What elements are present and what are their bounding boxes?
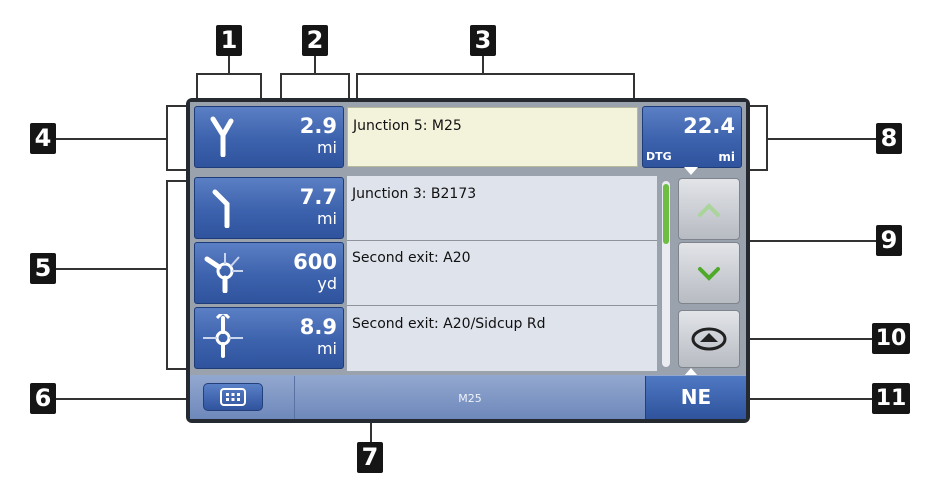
list-item-distance: 7.7	[299, 185, 337, 209]
list-item-text[interactable]: Junction 3: B2173	[352, 186, 477, 202]
callout-9-line	[730, 240, 876, 242]
callout-5-bracket-v	[166, 180, 168, 370]
roundabout-icon	[204, 253, 243, 293]
heading-indicator[interactable]: NE	[645, 376, 746, 419]
distance-to-go-box[interactable]: 22.4 mi	[642, 106, 742, 168]
current-road-label: M25	[458, 392, 482, 405]
callout-3-bracket-l	[356, 73, 358, 99]
chevron-up-icon	[698, 203, 720, 217]
callout-3-stem	[482, 55, 484, 74]
callout-8-line	[766, 138, 876, 140]
callout-2-bracket-r	[348, 73, 350, 99]
list-item-maneuver-1[interactable]: 7.7 mi	[194, 177, 344, 239]
chevron-down-icon	[698, 267, 720, 281]
callout-4-bracket-t	[166, 105, 188, 107]
list-item-text[interactable]: Second exit: A20	[352, 250, 471, 266]
callout-2-stem	[314, 55, 316, 74]
list-item-unit: mi	[316, 209, 337, 228]
list-item-text[interactable]: Second exit: A20/Sidcup Rd	[352, 316, 546, 332]
callout-5-bracket-t	[166, 180, 188, 182]
list-item-maneuver-2[interactable]: 600 yd	[194, 242, 344, 304]
row-separator	[347, 240, 657, 241]
callout-1-bracket-h	[196, 73, 262, 75]
current-instruction-text: Junction 5: M25	[353, 118, 462, 134]
callout-1-stem	[228, 55, 230, 74]
callout-4-bracket-v	[166, 105, 168, 171]
eject-icon	[691, 327, 727, 351]
bottom-bar-divider	[294, 376, 295, 419]
callout-5: 5	[30, 253, 56, 284]
current-maneuver-box[interactable]: 2.9 mi	[194, 106, 344, 168]
callout-8: 8	[876, 123, 902, 154]
callout-11-line	[742, 398, 876, 400]
callout-3: 3	[470, 25, 496, 56]
callout-10: 10	[872, 323, 910, 354]
callout-1: 1	[216, 25, 242, 56]
scrollbar-track[interactable]	[661, 180, 671, 368]
current-distance: 2.9	[299, 114, 337, 138]
callout-3-bracket-r	[633, 73, 635, 99]
callout-4-bracket-b	[166, 169, 188, 171]
callout-8-bracket-v	[766, 105, 768, 171]
scroll-pointer-bottom	[684, 368, 698, 376]
callout-7: 7	[357, 442, 383, 473]
list-item-unit: yd	[317, 274, 337, 293]
callout-8-bracket-t	[744, 105, 768, 107]
fork-left-icon	[210, 116, 234, 157]
callout-7-line	[370, 404, 372, 444]
scroll-pointer-top	[684, 167, 698, 175]
list-item-unit: mi	[316, 339, 337, 358]
callout-11: 11	[872, 383, 910, 414]
list-item-distance: 600	[293, 250, 337, 274]
callout-6: 6	[30, 383, 56, 414]
callout-10-line	[742, 338, 874, 340]
callout-3-bracket-h	[356, 73, 635, 75]
scroll-down-button[interactable]	[678, 242, 740, 304]
callout-2: 2	[302, 25, 328, 56]
callout-4-line	[56, 138, 168, 140]
callout-8-bracket-b	[744, 169, 768, 171]
scrollbar-thumb[interactable]	[663, 184, 669, 244]
current-distance-unit: mi	[316, 138, 337, 157]
callout-5-line	[56, 268, 168, 270]
menu-button[interactable]	[203, 383, 263, 411]
callout-1-bracket-r	[260, 73, 262, 99]
distance-to-go-label: DTG	[646, 150, 672, 163]
row-separator	[347, 305, 657, 306]
callout-9: 9	[876, 225, 902, 256]
distance-to-go-value: 22.4	[683, 114, 735, 138]
callout-2-bracket-h	[280, 73, 350, 75]
callout-4: 4	[30, 123, 56, 154]
callout-5-bracket-b	[166, 368, 188, 370]
instruction-list[interactable]	[347, 176, 657, 371]
roundabout-straight-icon	[203, 314, 243, 358]
current-instruction-panel[interactable]: Junction 5: M25	[347, 107, 638, 167]
callout-2-bracket-l	[280, 73, 282, 99]
list-item-distance: 8.9	[299, 315, 337, 339]
list-item-maneuver-3[interactable]: 8.9 mi	[194, 307, 344, 369]
keep-left-icon	[212, 189, 230, 228]
keypad-grid-icon	[220, 388, 246, 406]
scroll-up-button[interactable]	[678, 178, 740, 240]
eject-button[interactable]	[678, 310, 740, 368]
callout-6-line	[56, 398, 204, 400]
callout-1-bracket-l	[196, 73, 198, 99]
distance-to-go-unit: mi	[718, 150, 735, 164]
